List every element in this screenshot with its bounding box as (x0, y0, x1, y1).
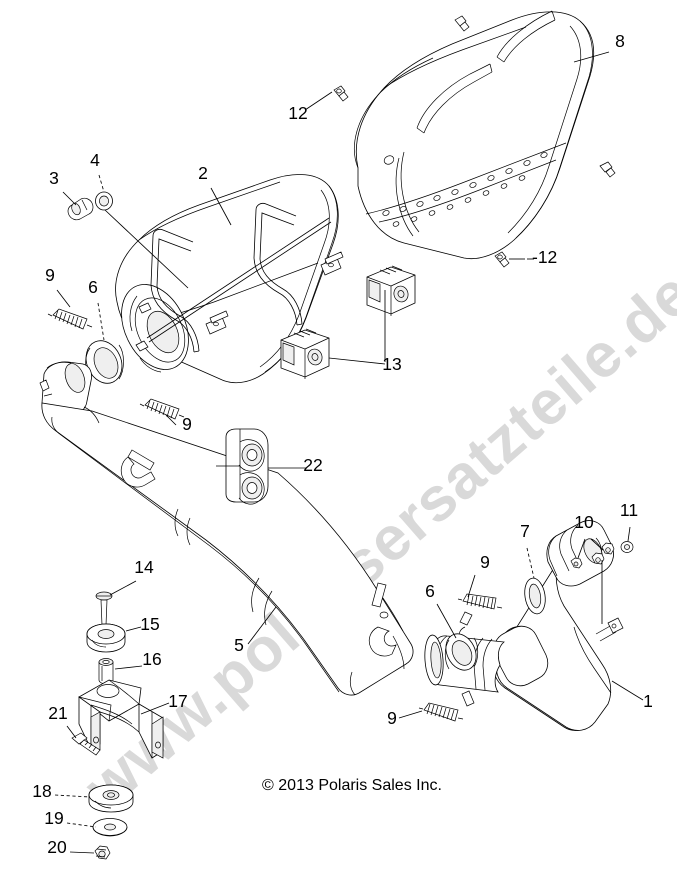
callout-16: 16 (142, 649, 161, 669)
copyright-notice: © 2013 Polaris Sales Inc. (262, 777, 442, 794)
callout-15: 15 (140, 614, 159, 634)
bracket-bolt-21 (71, 732, 101, 756)
callout-19: 19 (44, 808, 63, 828)
callout-4: 4 (90, 150, 100, 170)
callout-9d: 9 (387, 708, 397, 728)
callout-9a: 9 (45, 265, 55, 285)
hex-nut-20 (94, 845, 111, 860)
callout-8: 8 (615, 31, 625, 51)
callout-7: 7 (520, 521, 530, 541)
exhaust-mounting-bracket-17 (78, 679, 164, 759)
mount-bolt-14 (95, 591, 113, 626)
exhaust-gasket-oring-7 (524, 577, 546, 615)
exhaust-spring-9c (457, 593, 503, 610)
callout-12a: 12 (288, 103, 307, 123)
double-eye-isolator-22 (216, 428, 269, 505)
callout-17: 17 (168, 691, 187, 711)
shield-screw-loose-right (599, 161, 616, 178)
shield-screw-12b (494, 251, 510, 268)
callout-13: 13 (382, 354, 401, 374)
grommet-washer-4 (95, 191, 113, 211)
tailpipe-tip-cap-3 (67, 197, 94, 221)
flange-nut-10c (601, 542, 615, 555)
exhaust-manifold-header-1 (424, 520, 624, 731)
isolator-block-13a (366, 265, 416, 316)
lock-washer-11 (620, 541, 634, 553)
flange-nut-10b (591, 552, 605, 565)
callout-21: 21 (48, 703, 67, 723)
callout-14: 14 (134, 557, 154, 577)
shield-screw-12a (333, 85, 349, 102)
callout-3: 3 (49, 168, 59, 188)
callout-numbers: 1 2 3 4 5 6 6 7 8 9 9 9 9 10 11 12 -12 1… (32, 31, 653, 857)
callout-12b: -12 (532, 247, 557, 267)
leader-lines (54, 51, 644, 854)
flange-nut-10a (570, 557, 583, 569)
callout-5: 5 (234, 635, 244, 655)
shield-screw-loose-top (454, 15, 470, 32)
wire-retainer-hoops (146, 202, 332, 353)
callout-6b: 6 (425, 581, 435, 601)
callout-9c: 9 (480, 552, 490, 572)
exhaust-seal-ring-6b (444, 633, 479, 671)
callout-10: 10 (574, 512, 594, 532)
exhaust-mid-pipe-5 (39, 361, 414, 696)
callout-6a: 6 (88, 277, 98, 297)
exhaust-spring-9b (139, 398, 185, 420)
exhaust-spring-9d (418, 702, 464, 722)
exhaust-spring-9a (47, 308, 93, 330)
isolator-block-13b (280, 328, 330, 379)
rubber-isolator-grommet-15 (86, 623, 126, 653)
callout-20: 20 (47, 837, 67, 857)
callout-22: 22 (303, 455, 322, 475)
muffler-silencer-body-8 (354, 10, 595, 260)
exhaust-seal-ring-6a (85, 340, 124, 384)
callout-11: 11 (620, 500, 638, 520)
muffler-canister-2 (115, 174, 344, 384)
flanged-washer-18 (88, 784, 134, 813)
callout-2: 2 (198, 163, 208, 183)
callout-9b: 9 (182, 414, 192, 434)
callout-1: 1 (643, 691, 653, 711)
flat-washer-19 (92, 818, 128, 837)
callout-18: 18 (32, 781, 51, 801)
